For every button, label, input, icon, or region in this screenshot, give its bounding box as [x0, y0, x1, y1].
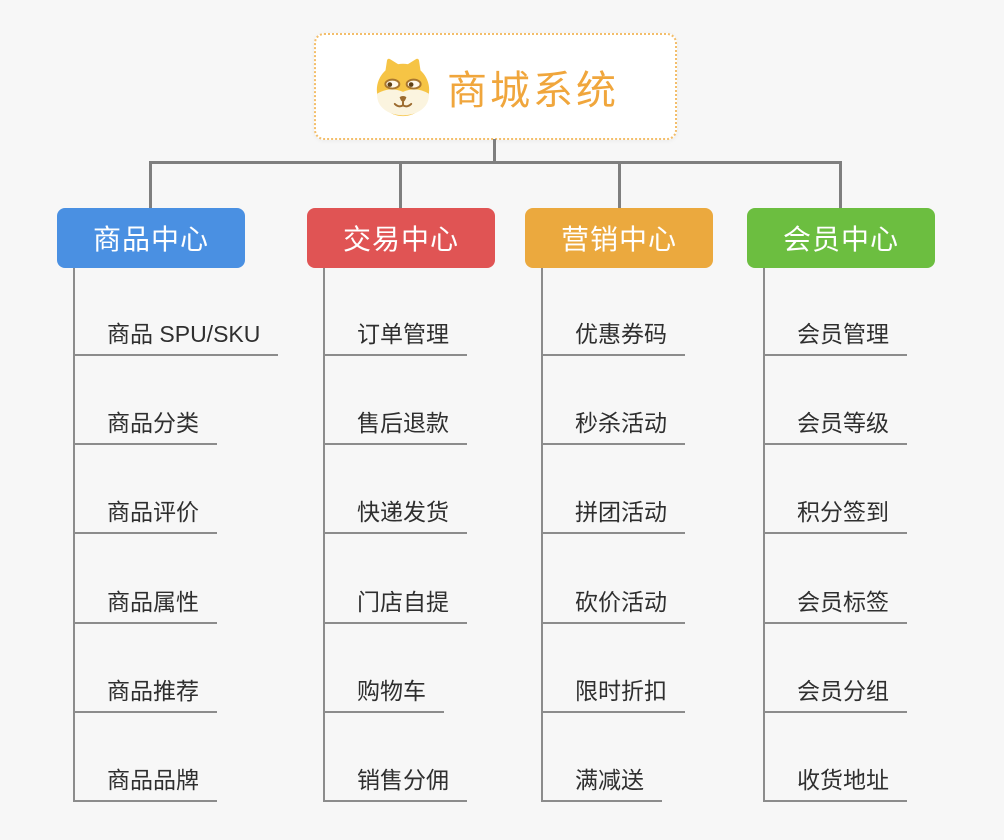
drop-connector-marketing	[618, 161, 621, 209]
drop-connector-trade	[399, 161, 402, 209]
drop-connector-products	[149, 161, 152, 209]
spine-connector-trade	[323, 268, 325, 802]
leaf-node[interactable]: 商品 SPU/SKU	[73, 318, 279, 356]
branch-header-marketing[interactable]: 营销中心	[525, 208, 713, 268]
leaf-node[interactable]: 会员标签	[763, 586, 907, 624]
leaf-node[interactable]: 商品推荐	[73, 675, 217, 713]
root-node[interactable]: 商城系统	[314, 33, 677, 140]
drop-connector-members	[839, 161, 842, 209]
leaf-node[interactable]: 订单管理	[323, 318, 467, 356]
leaf-node[interactable]: 商品品牌	[73, 764, 217, 802]
root-stem-connector	[493, 139, 496, 163]
branch-header-products[interactable]: 商品中心	[57, 208, 245, 268]
leaf-node[interactable]: 砍价活动	[541, 586, 685, 624]
leaf-node[interactable]: 商品分类	[73, 407, 217, 445]
leaf-node[interactable]: 售后退款	[323, 407, 467, 445]
leaf-node[interactable]: 快递发货	[323, 496, 467, 534]
leaf-node[interactable]: 限时折扣	[541, 675, 685, 713]
leaf-node[interactable]: 优惠券码	[541, 318, 685, 356]
spine-connector-marketing	[541, 268, 543, 802]
leaf-node[interactable]: 商品评价	[73, 496, 217, 534]
branch-header-members[interactable]: 会员中心	[747, 208, 935, 268]
spine-connector-members	[763, 268, 765, 802]
leaf-node[interactable]: 会员等级	[763, 407, 907, 445]
leaf-node[interactable]: 积分签到	[763, 496, 907, 534]
leaf-node[interactable]: 门店自提	[323, 586, 467, 624]
branch-rail-connector	[149, 161, 841, 164]
root-title: 商城系统	[447, 68, 619, 113]
leaf-node[interactable]: 会员管理	[763, 318, 907, 356]
leaf-node[interactable]: 收货地址	[763, 764, 907, 802]
shiba-dog-icon	[372, 56, 434, 118]
leaf-node[interactable]: 购物车	[323, 675, 444, 713]
leaf-node[interactable]: 销售分佣	[323, 764, 467, 802]
leaf-node[interactable]: 秒杀活动	[541, 407, 685, 445]
spine-connector-products	[73, 268, 75, 802]
leaf-node[interactable]: 商品属性	[73, 586, 217, 624]
leaf-node[interactable]: 拼团活动	[541, 496, 685, 534]
branch-header-trade[interactable]: 交易中心	[307, 208, 495, 268]
leaf-node[interactable]: 会员分组	[763, 675, 907, 713]
leaf-node[interactable]: 满减送	[541, 764, 662, 802]
